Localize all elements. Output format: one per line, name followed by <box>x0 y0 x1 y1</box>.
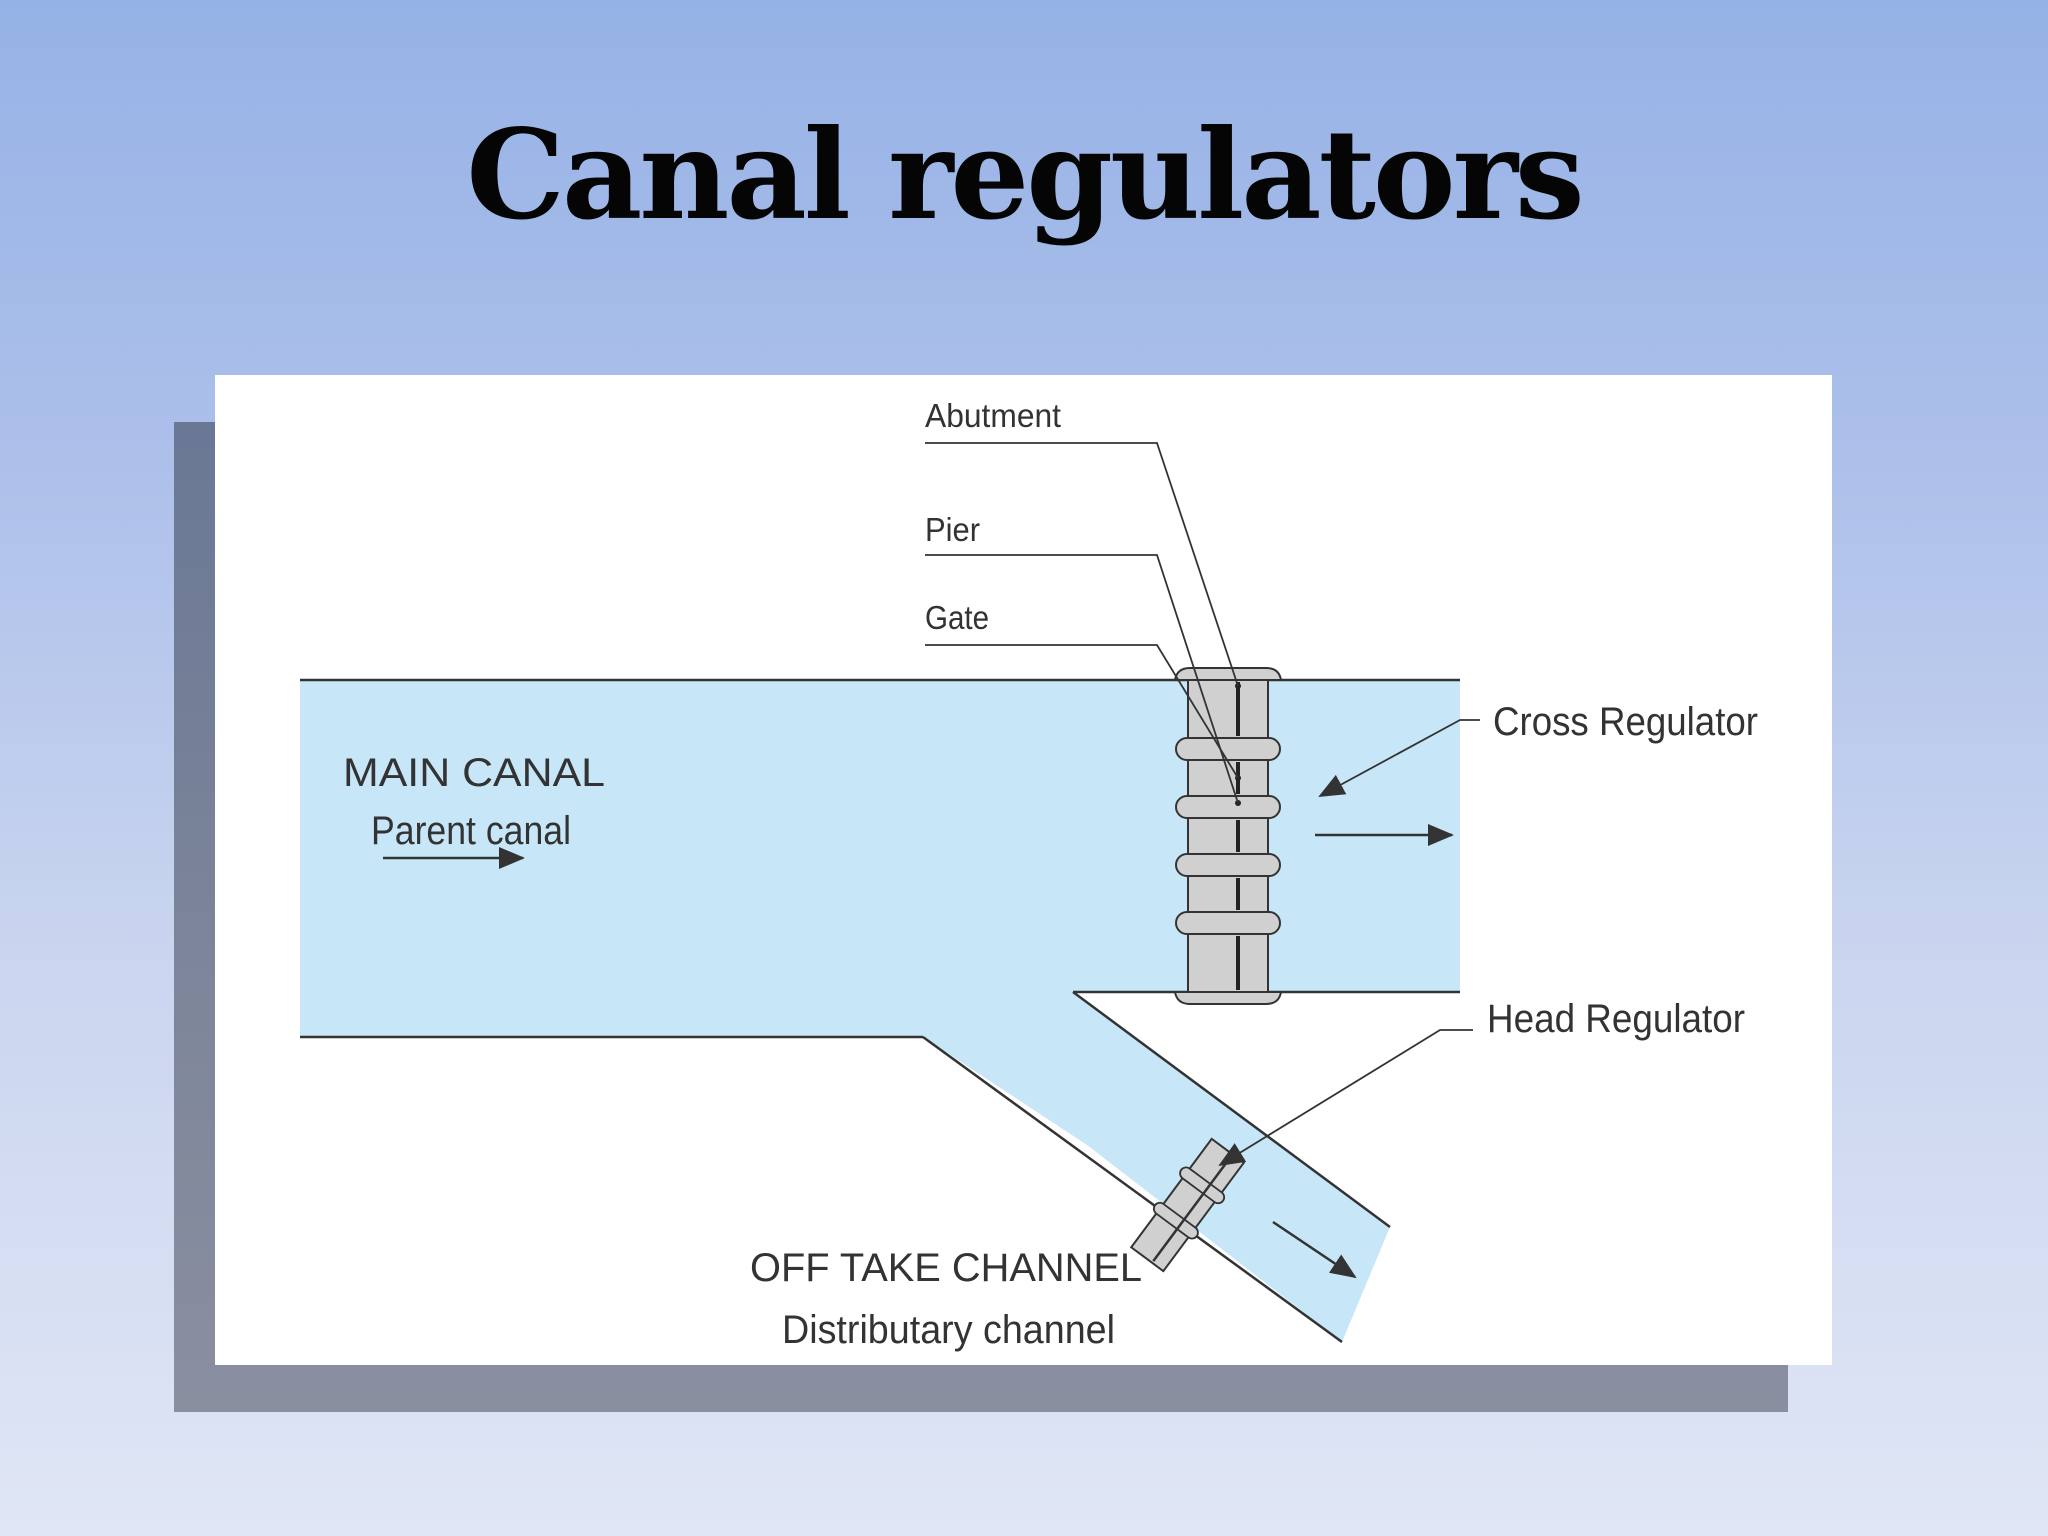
abutment-bottom <box>1173 991 1283 1005</box>
label-gate: Gate <box>925 599 989 636</box>
label-parent-canal: Parent canal <box>371 809 571 853</box>
pier <box>1175 911 1281 935</box>
cross-regulator-leader <box>1318 719 1480 797</box>
label-off-take-channel: OFF TAKE CHANNEL <box>750 1246 1142 1290</box>
head-regulator-gate <box>1152 1155 1233 1262</box>
head-regulator-leader <box>1218 1029 1473 1167</box>
head-regulator-pier <box>1152 1201 1199 1240</box>
pier <box>1175 853 1281 877</box>
pier <box>1175 737 1281 761</box>
label-abutment: Abutment <box>925 397 1061 434</box>
label-main-canal: MAIN CANAL <box>343 751 605 795</box>
label-cross-regulator: Cross Regulator <box>1493 700 1758 744</box>
label-distributary-channel: Distributary channel <box>782 1308 1115 1352</box>
diagram-svg: Abutment Pier Gate Cross Regulator Head … <box>300 397 1758 1352</box>
label-head-regulator: Head Regulator <box>1487 997 1745 1041</box>
label-pier: Pier <box>925 511 980 548</box>
cross-regulator-structure <box>1173 667 1283 1005</box>
head-regulator-structure <box>1129 1137 1246 1273</box>
head-regulator-pier <box>1179 1166 1226 1205</box>
pier <box>1175 795 1281 819</box>
slide-title: Canal regulators <box>466 103 1584 248</box>
off-take-upper-bank <box>1072 990 1391 1229</box>
abutment-leader <box>925 442 1239 687</box>
flow-arrow-icon <box>1272 1220 1357 1279</box>
cross-regulator-body <box>1187 679 1269 993</box>
off-take-lower-bank <box>922 1035 1343 1344</box>
main-canal-water <box>300 680 1460 1342</box>
canal-regulators-diagram: Abutment Pier Gate Cross Regulator Head … <box>215 375 1832 1365</box>
pier-leader <box>925 554 1239 804</box>
gate-leader <box>925 644 1239 779</box>
abutment-top <box>1173 667 1283 681</box>
